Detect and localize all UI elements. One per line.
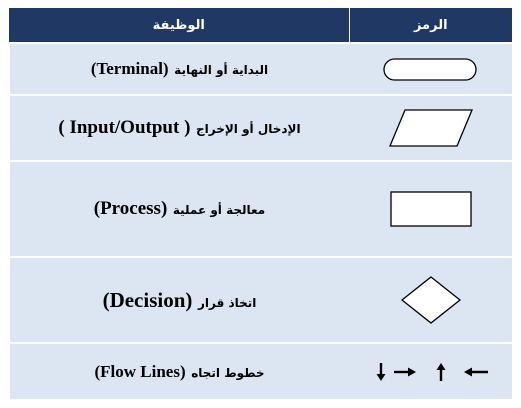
table-row: اتخاذ قرار (Decision) — [8, 256, 512, 343]
header-function: الوظيفة — [9, 8, 349, 43]
rectangle-shape-icon — [389, 191, 472, 227]
function-arabic: الإدخال أو الإخراج — [195, 122, 301, 136]
table-header-row: الرمز الوظيفة — [9, 8, 512, 43]
symbol-cell — [349, 256, 512, 343]
function-text: الإدخال أو الإخراج ( Input/Output ) — [58, 117, 301, 138]
arrow-down-icon — [376, 362, 385, 381]
arrow-up-icon — [436, 362, 445, 381]
function-arabic: البداية أو النهاية — [174, 63, 269, 77]
symbol-cell — [349, 160, 512, 257]
table-row: البداية أو النهاية (Terminal) — [8, 42, 512, 95]
function-arabic: اتخاذ قرار — [197, 295, 257, 310]
function-cell: خطوط اتجاه (Flow Lines) — [8, 342, 349, 399]
table-row: الإدخال أو الإخراج ( Input/Output ) — [8, 94, 512, 161]
diamond-shape-icon — [400, 276, 461, 324]
terminal-shape-icon — [382, 58, 477, 81]
function-text: خطوط اتجاه (Flow Lines) — [94, 362, 264, 381]
function-arabic: خطوط اتجاه — [191, 365, 265, 380]
flow-arrows-icon — [376, 362, 488, 381]
symbol-cell — [349, 94, 512, 161]
function-cell: معالجة أو عملية (Process) — [8, 160, 349, 257]
function-text: معالجة أو عملية (Process) — [93, 198, 266, 219]
header-symbol: الرمز — [348, 8, 512, 43]
function-english: (Process) — [93, 198, 168, 219]
function-text: اتخاذ قرار (Decision) — [103, 288, 257, 312]
function-cell: الإدخال أو الإخراج ( Input/Output ) — [8, 94, 349, 161]
arrow-right-icon — [393, 367, 416, 376]
function-cell: البداية أو النهاية (Terminal) — [8, 42, 349, 95]
function-arabic: معالجة أو عملية — [172, 203, 266, 217]
flowchart-symbols-table-wrapper: الرمز الوظيفة البداية أو النهاية (Termin… — [8, 8, 512, 399]
flowchart-symbols-table: الرمز الوظيفة البداية أو النهاية (Termin… — [8, 8, 512, 399]
symbol-cell — [349, 42, 512, 95]
function-text: البداية أو النهاية (Terminal) — [91, 59, 268, 78]
function-english: ( Input/Output ) — [58, 117, 191, 138]
arrow-left-icon — [463, 367, 488, 376]
table-row: خطوط اتجاه (Flow Lines) — [8, 342, 512, 399]
table-row: معالجة أو عملية (Process) — [8, 160, 512, 257]
function-cell: اتخاذ قرار (Decision) — [8, 256, 349, 343]
symbol-cell — [349, 342, 512, 399]
function-english: (Terminal) — [90, 59, 169, 78]
function-english: (Decision) — [102, 287, 193, 312]
parallelogram-shape-icon — [388, 109, 473, 147]
function-english: (Flow Lines) — [94, 361, 186, 381]
